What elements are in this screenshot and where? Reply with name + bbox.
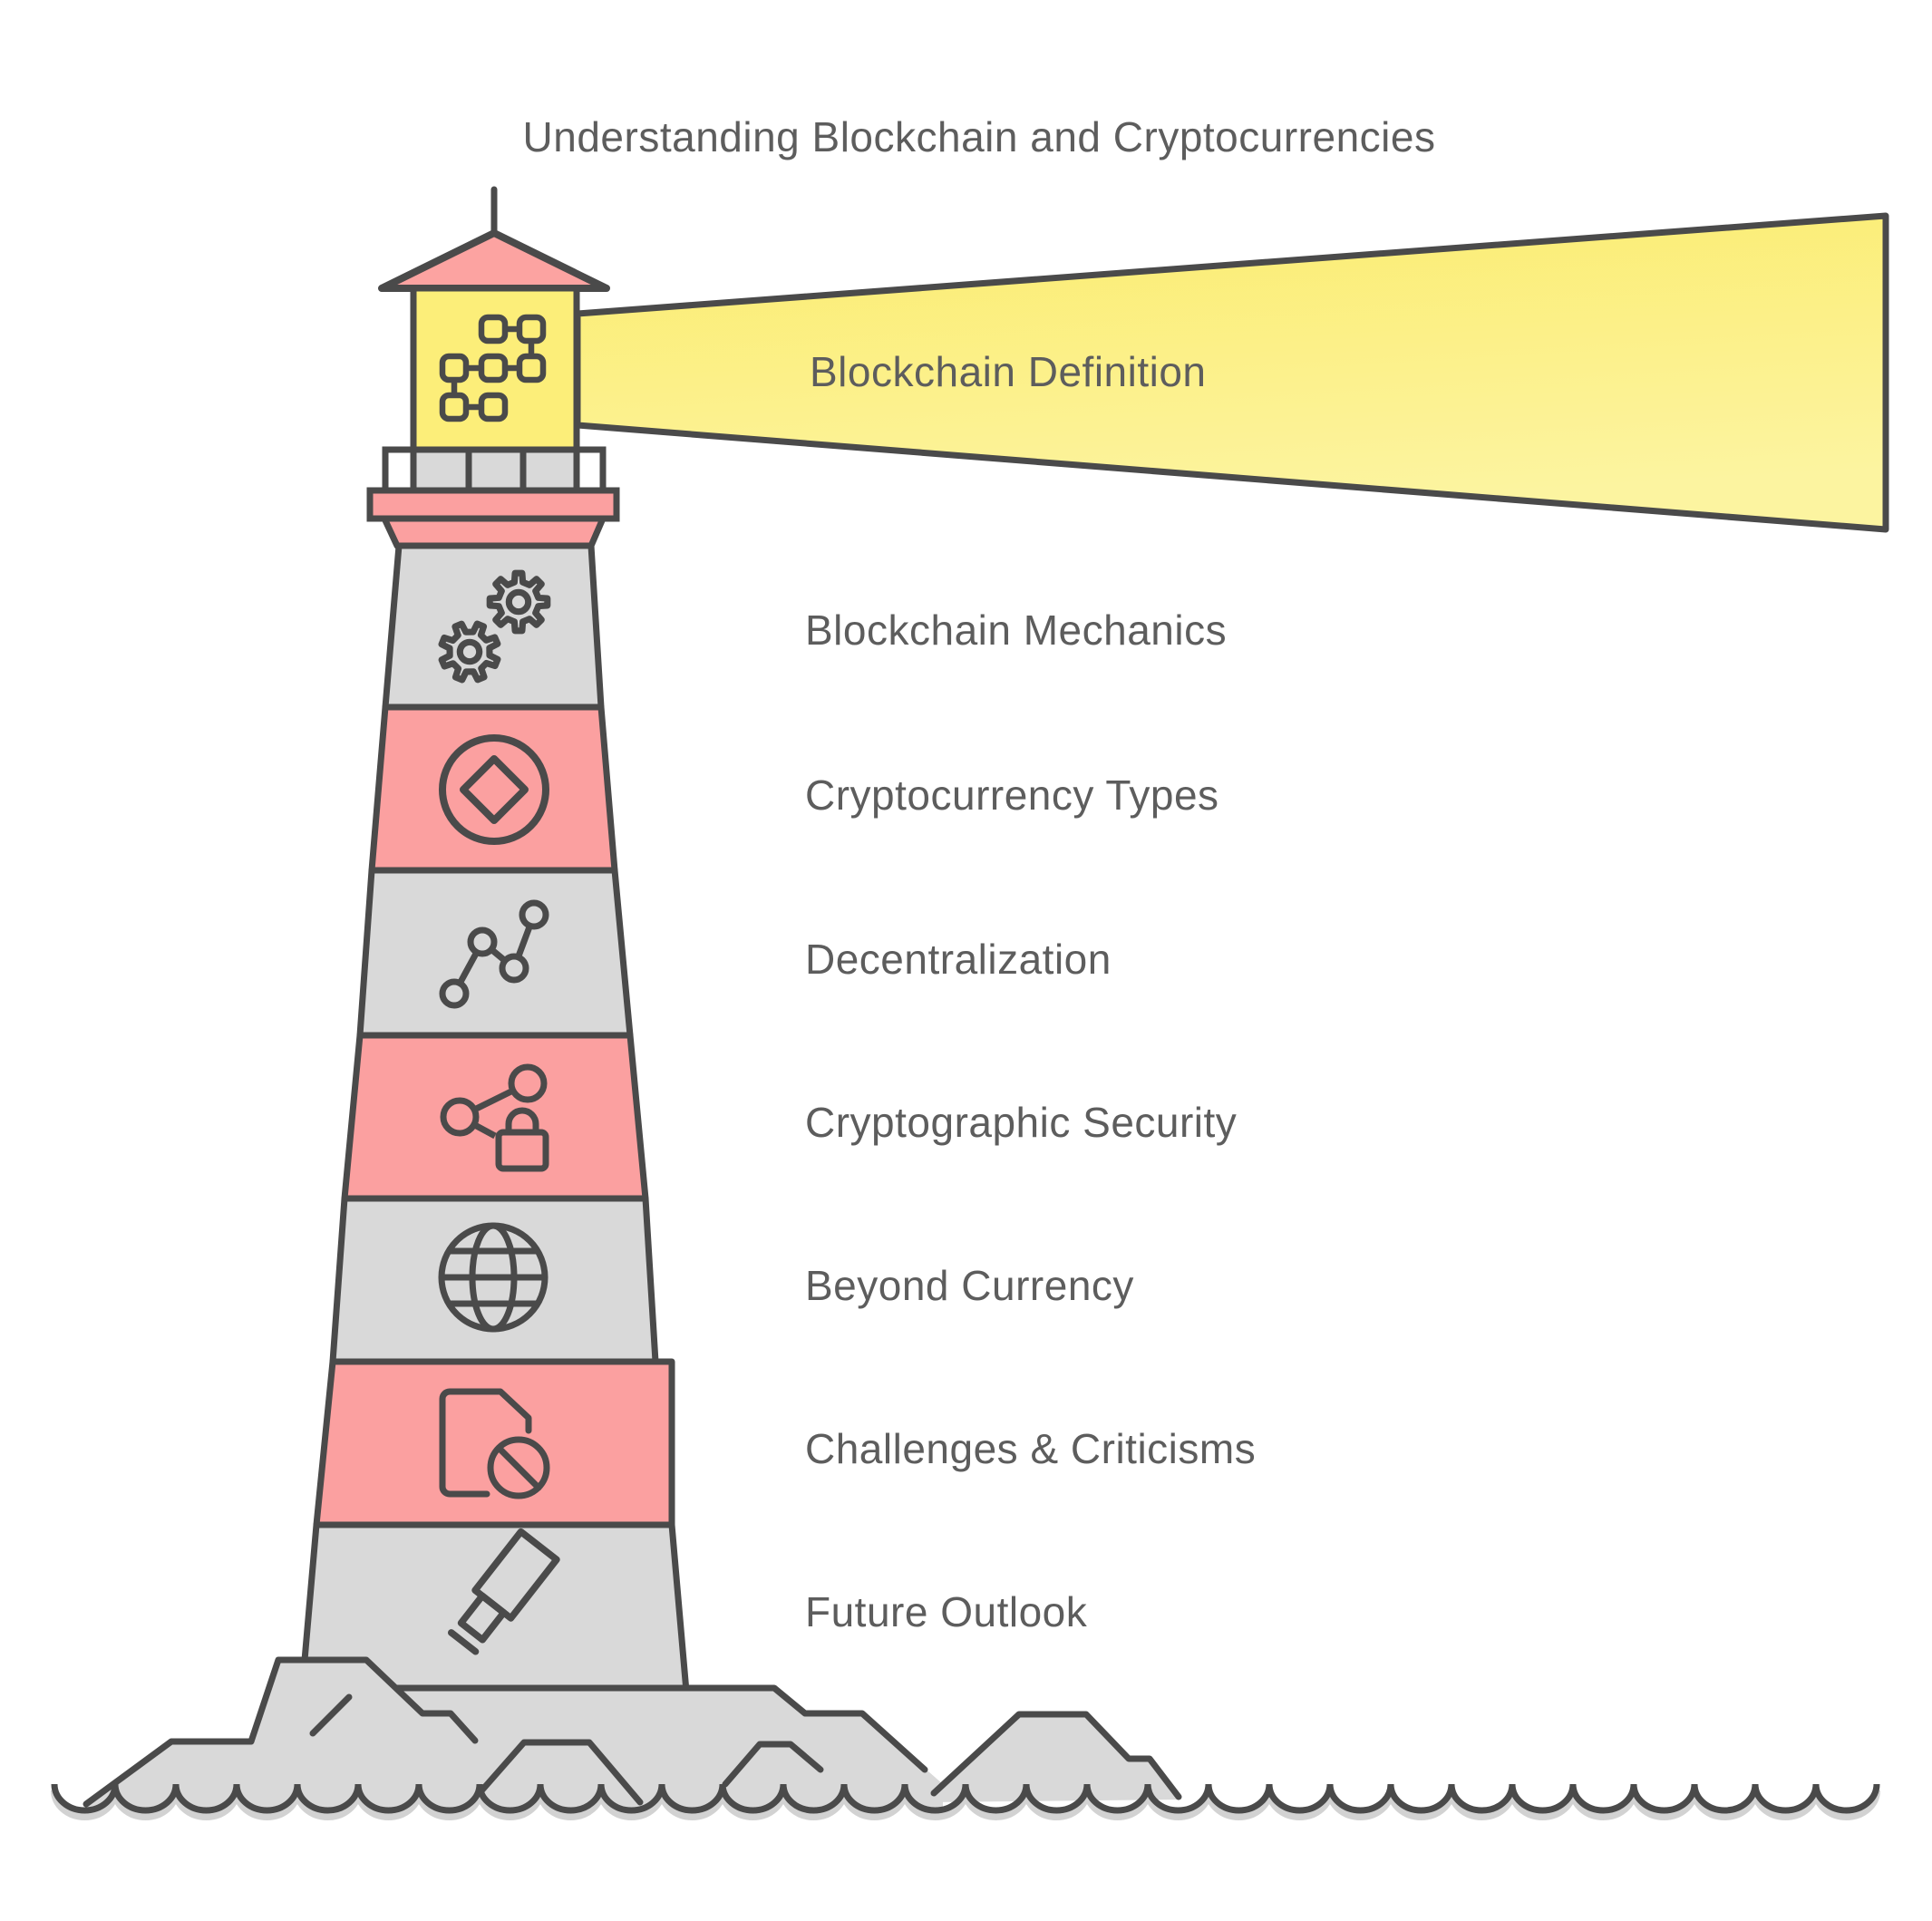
- globe-icon: [438, 1222, 549, 1333]
- gears-icon: [438, 569, 551, 684]
- gallery: [366, 446, 620, 549]
- rocks: [83, 1656, 1182, 1813]
- section-label-challenges-criticisms: Challenges & Criticisms: [805, 1425, 1257, 1472]
- section-cryptocurrency-types: [368, 703, 618, 874]
- section-label-blockchain-mechanics: Blockchain Mechanics: [805, 606, 1228, 654]
- gallery-deck: [366, 487, 620, 522]
- section-blockchain-mechanics: [382, 542, 605, 711]
- section-label-beyond-currency: Beyond Currency: [805, 1262, 1134, 1309]
- light-beam: [574, 212, 1889, 533]
- page-title: Understanding Blockchain and Cryptocurre…: [522, 113, 1436, 160]
- blockchain-blocks-icon: [439, 314, 547, 422]
- gallery-base: [381, 515, 607, 549]
- section-label-future-outlook: Future Outlook: [805, 1588, 1088, 1635]
- waves: [51, 1783, 1880, 1921]
- roof: [378, 229, 610, 292]
- coin-icon: [439, 734, 549, 845]
- share-lock-icon: [440, 1063, 549, 1172]
- section-challenges-criticisms: [313, 1358, 675, 1528]
- telescope-icon: [447, 1528, 560, 1655]
- railing-inner: [410, 446, 580, 494]
- beam-label: Blockchain Definition: [810, 348, 1207, 395]
- tower: [296, 542, 693, 1726]
- lantern-top: [378, 186, 610, 453]
- section-cryptographic-security: [341, 1032, 649, 1202]
- lantern-room: [410, 285, 580, 453]
- document-restricted-icon: [439, 1388, 550, 1499]
- section-label-decentralization: Decentralization: [805, 936, 1112, 983]
- section-label-cryptocurrency-types: Cryptocurrency Types: [805, 771, 1219, 819]
- section-label-cryptographic-security: Cryptographic Security: [805, 1099, 1238, 1146]
- network-nodes-icon: [439, 899, 549, 1009]
